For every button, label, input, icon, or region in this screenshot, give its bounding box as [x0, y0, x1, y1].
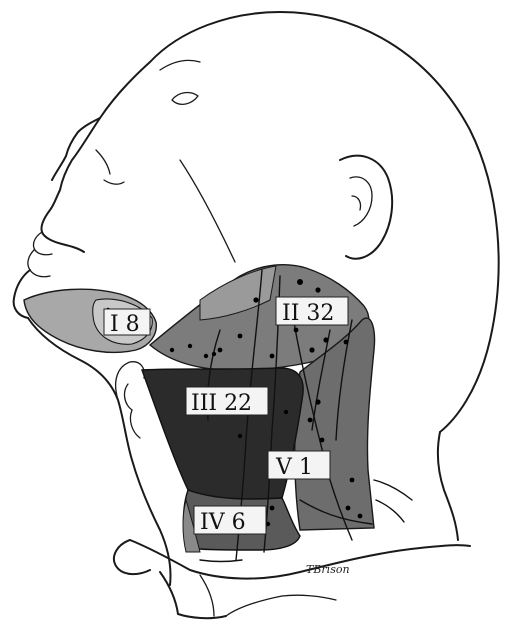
- level-V-text: V 1: [275, 455, 313, 480]
- level-III-text: III 22: [191, 391, 252, 416]
- level-I-text: I 8: [110, 312, 140, 337]
- level-label-IV: IV 6: [194, 506, 266, 535]
- artist-signature: TBrison: [306, 563, 350, 576]
- level-II-text: II 32: [282, 301, 334, 326]
- level-label-II: II 32: [276, 297, 348, 326]
- ear-icon: [340, 156, 392, 259]
- eye-icon: [172, 93, 198, 105]
- level-label-I: I 8: [104, 309, 150, 337]
- level-label-III: III 22: [186, 387, 268, 416]
- level-IV-text: IV 6: [200, 510, 246, 535]
- level-label-V: V 1: [268, 451, 330, 480]
